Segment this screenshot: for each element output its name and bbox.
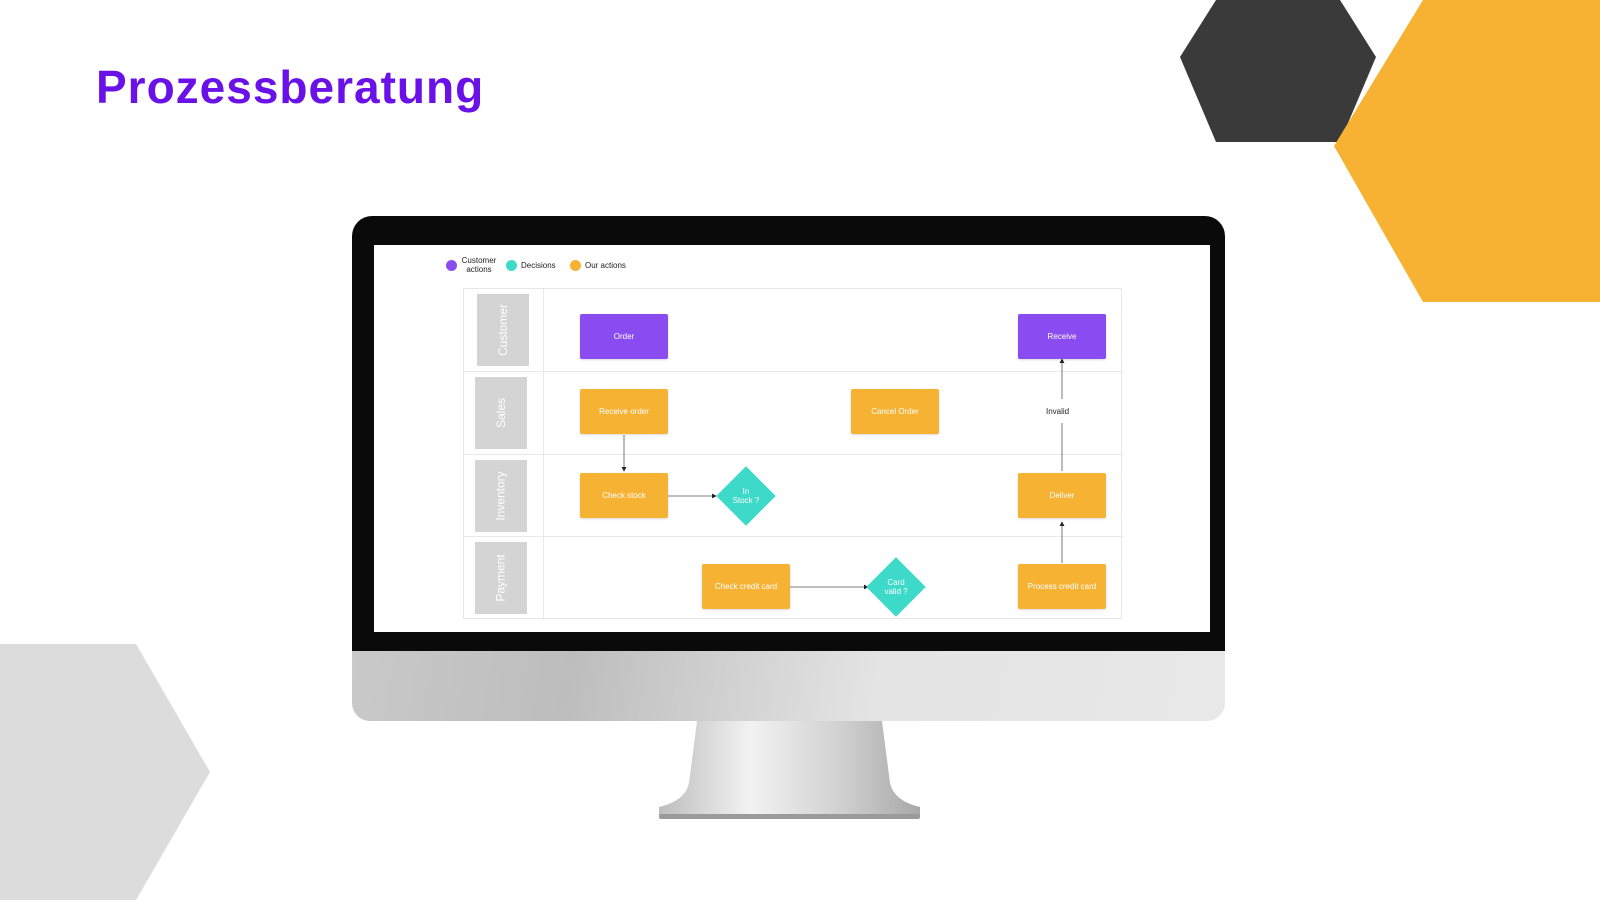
monitor-chin <box>352 651 1225 721</box>
legend-label: Customer actions <box>461 256 497 274</box>
page-title: Prozessberatung <box>96 61 485 113</box>
lane-label-text: Inventory <box>493 471 508 521</box>
node-check-credit-card[interactable]: Check credit card <box>702 564 790 609</box>
monitor-bezel: Customer actions Decisions Our actions <box>352 216 1225 651</box>
lane-divider <box>464 536 1123 537</box>
legend-label: Decisions <box>521 261 556 270</box>
lane-label-text: Sales <box>494 397 508 429</box>
lane-label-sales: Sales <box>475 377 527 449</box>
monitor: Customer actions Decisions Our actions <box>352 216 1225 820</box>
node-cancel-order[interactable]: Cancel Order <box>851 389 939 434</box>
decision-label: Card valid ? <box>884 578 908 596</box>
gray-hexagon-decoration <box>0 644 210 900</box>
legend-our-actions: Our actions <box>570 260 626 271</box>
decision-label: In Stock ? <box>732 487 760 505</box>
legend-label: Our actions <box>585 261 626 270</box>
lane-divider <box>464 371 1123 372</box>
dark-hexagon-decoration <box>1180 0 1376 142</box>
lane-label-customer: Customer <box>477 294 529 366</box>
node-process-credit-card[interactable]: Process credit card <box>1018 564 1106 609</box>
decision-card-valid[interactable]: Card valid ? <box>866 557 926 617</box>
customer-actions-dot <box>446 259 457 271</box>
node-receive-order[interactable]: Receive order <box>580 389 668 434</box>
lane-label-inventory: Inventory <box>475 460 527 532</box>
swimlane-diagram: Customer Sales Inventory Payment <box>463 288 1123 620</box>
node-check-stock[interactable]: Check stock <box>580 473 668 518</box>
our-actions-dot <box>570 260 581 271</box>
monitor-stand <box>659 721 920 819</box>
yellow-hexagon-decoration <box>1334 0 1600 302</box>
node-deliver[interactable]: Deliver <box>1018 473 1106 518</box>
node-receive[interactable]: Receive <box>1018 314 1106 359</box>
legend-customer-actions: Customer actions <box>446 256 497 274</box>
node-order[interactable]: Order <box>580 314 668 359</box>
lane-divider <box>464 454 1123 455</box>
lane-label-payment: Payment <box>475 542 527 614</box>
edge-label-invalid: Invalid <box>1046 407 1070 416</box>
decisions-dot <box>506 260 517 271</box>
decision-in-stock[interactable]: In Stock ? <box>716 466 776 526</box>
lane-label-text: Payment <box>493 554 508 602</box>
lane-label-text: Customer <box>496 303 511 357</box>
legend-decisions: Decisions <box>506 260 556 271</box>
monitor-screen: Customer actions Decisions Our actions <box>374 245 1210 632</box>
